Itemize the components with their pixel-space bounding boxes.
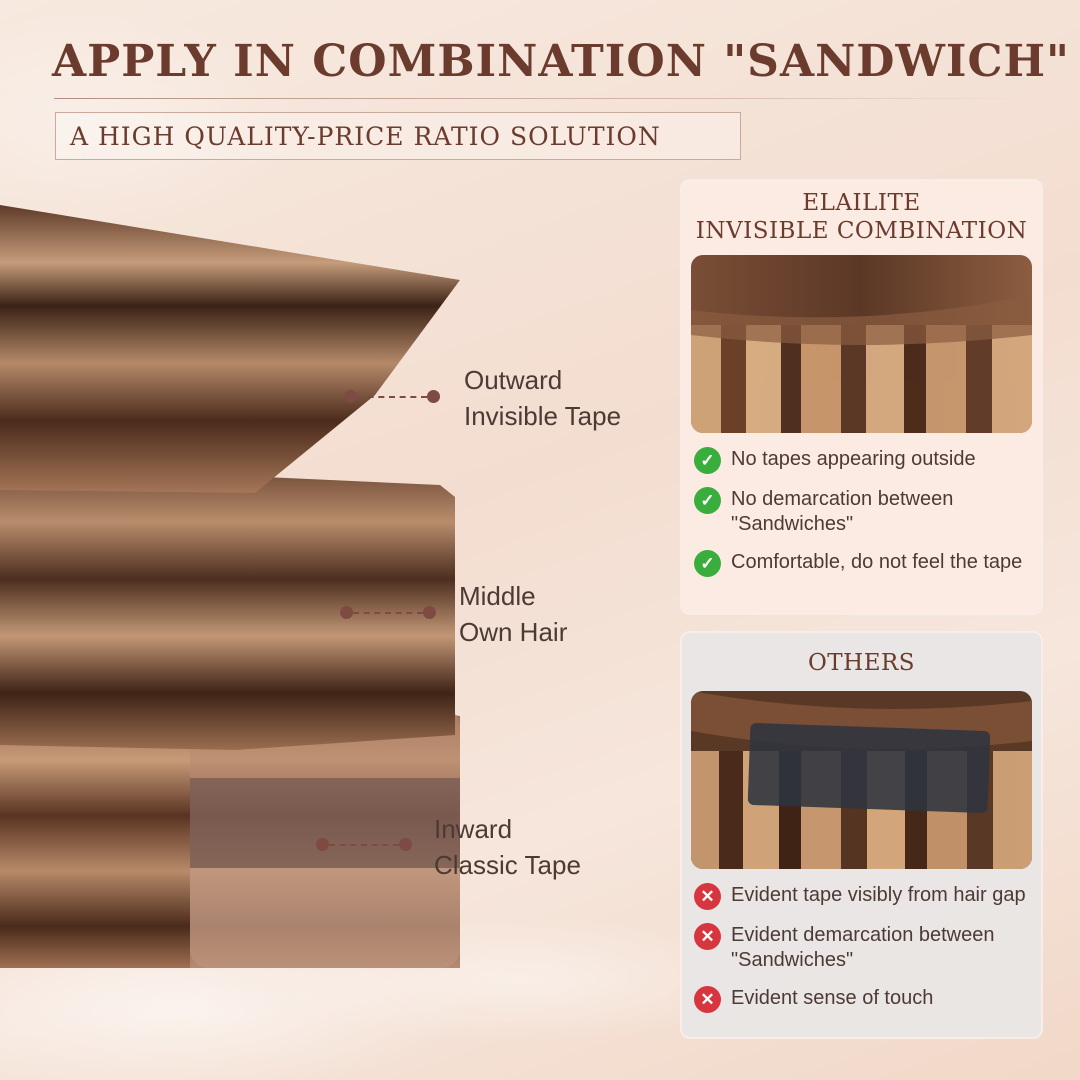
elailite-comparison-panel: ELAILITE INVISIBLE COMBINATION — [680, 179, 1043, 615]
outward-callout-connector — [344, 390, 440, 403]
x-circle-icon: ✕ — [694, 986, 721, 1013]
elailite-panel-heading: ELAILITE INVISIBLE COMBINATION — [695, 190, 1028, 244]
list-item: ✕ Evident demarcation between "Sandwiche… — [694, 923, 1041, 973]
others-comparison-panel: OTHERS ✕ Evident tape visibly — [680, 631, 1043, 1039]
list-item: ✓ No tapes appearing outside — [694, 447, 1041, 474]
own-hair-swatch — [0, 445, 460, 750]
check-circle-icon: ✓ — [694, 487, 721, 514]
others-hair-photo — [691, 691, 1032, 869]
inward-layer-label: Inward Classic Tape — [434, 814, 581, 880]
callout-dot-icon — [423, 606, 436, 619]
callout-dot-icon — [316, 838, 329, 851]
inward-tape-hair-swatch — [0, 668, 460, 968]
subtitle-banner: A HIGH QUALITY-PRICE RATIO SOLUTION — [55, 112, 741, 160]
others-feature-list: ✕ Evident tape visibly from hair gap ✕ E… — [694, 883, 1041, 1013]
inward-callout-connector — [316, 838, 412, 851]
elailite-hair-photo — [691, 255, 1032, 433]
check-circle-icon: ✓ — [694, 447, 721, 474]
list-item: ✓ Comfortable, do not feel the tape — [694, 550, 1041, 577]
outward-layer-label: Outward Invisible Tape — [464, 365, 622, 431]
callout-dot-icon — [344, 390, 357, 403]
middle-layer-label: Middle Own Hair — [459, 581, 568, 647]
callout-dot-icon — [340, 606, 353, 619]
title-divider — [54, 98, 1026, 99]
check-circle-icon: ✓ — [694, 550, 721, 577]
list-item: ✓ No demarcation between "Sandwiches" — [694, 487, 1041, 537]
callout-dot-icon — [427, 390, 440, 403]
x-circle-icon: ✕ — [694, 883, 721, 910]
callout-dot-icon — [399, 838, 412, 851]
outward-tape-hair-swatch — [0, 205, 460, 495]
x-circle-icon: ✕ — [694, 923, 721, 950]
elailite-feature-list: ✓ No tapes appearing outside ✓ No demarc… — [694, 447, 1041, 577]
subtitle-text: A HIGH QUALITY-PRICE RATIO SOLUTION — [70, 121, 661, 151]
others-panel-heading: OTHERS — [807, 650, 916, 676]
list-item: ✕ Evident sense of touch — [694, 986, 1041, 1013]
middle-callout-connector — [340, 606, 436, 619]
list-item: ✕ Evident tape visibly from hair gap — [694, 883, 1041, 910]
page-title: APPLY IN COMBINATION "SANDWICH" — [52, 36, 1070, 87]
